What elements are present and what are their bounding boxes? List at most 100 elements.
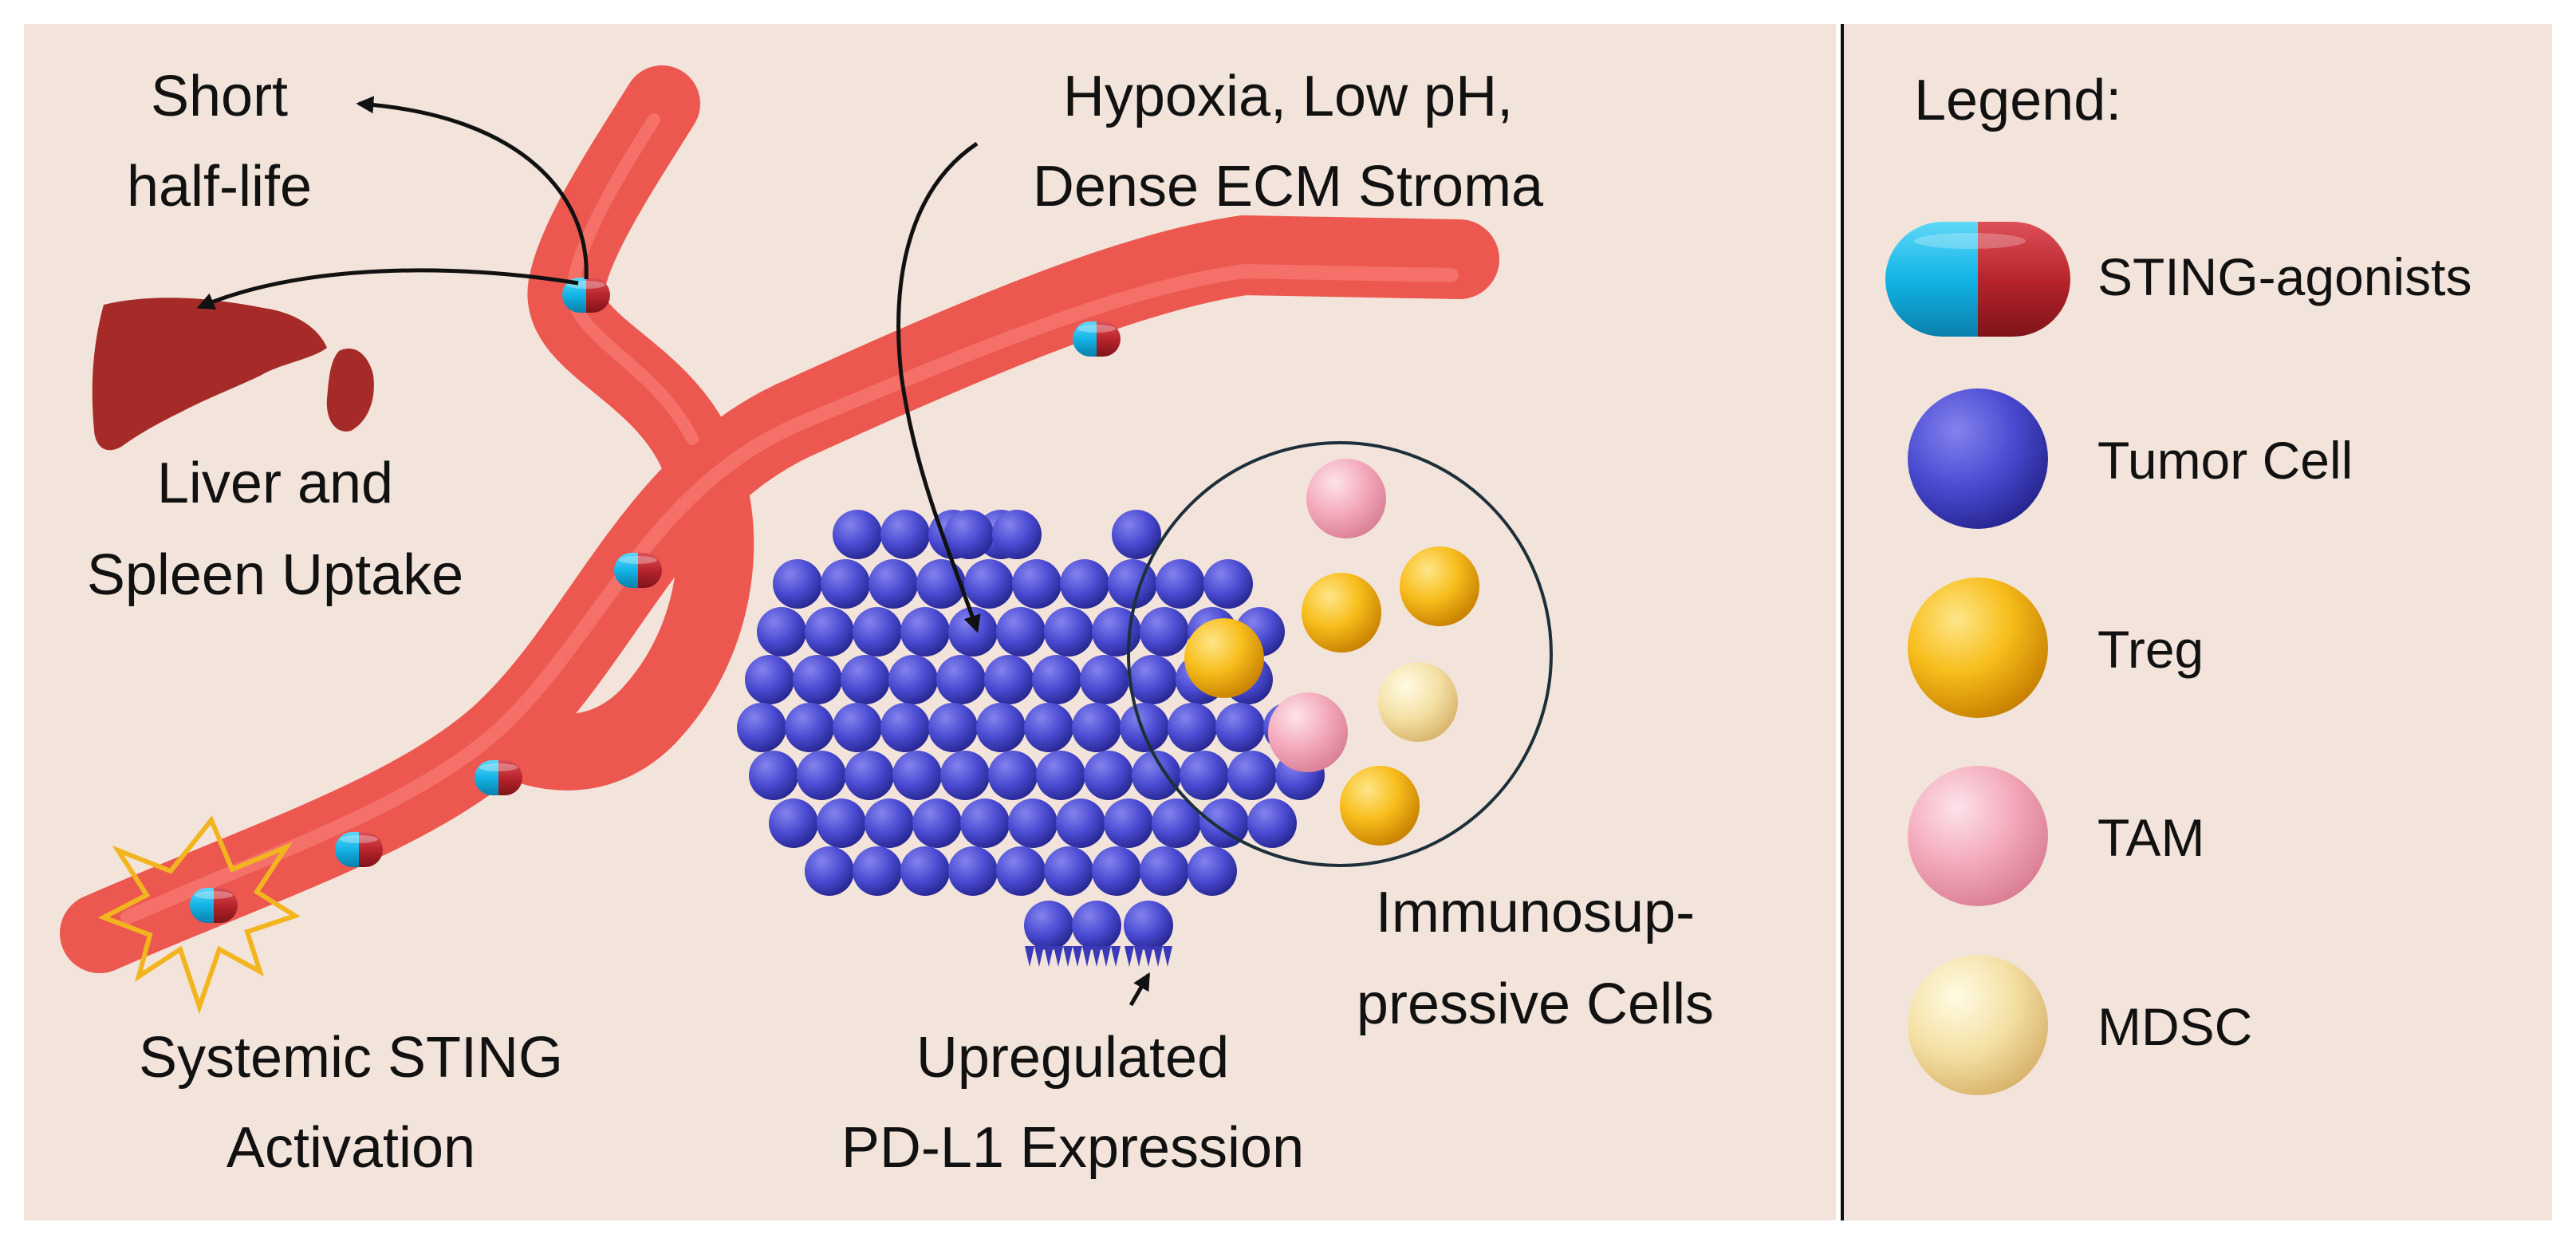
tumor-cell bbox=[960, 799, 1010, 848]
tumor-cell bbox=[944, 510, 994, 559]
tumor-cell bbox=[996, 846, 1046, 896]
tumor-cell bbox=[1036, 751, 1085, 800]
tumor-cell bbox=[793, 655, 842, 704]
tumor-cell bbox=[841, 655, 890, 704]
tumor-cell bbox=[1168, 703, 1217, 752]
tumor-cell bbox=[757, 607, 806, 657]
tumor-cell bbox=[845, 751, 894, 800]
tumor-cell bbox=[900, 846, 950, 896]
tumor-cell bbox=[1060, 559, 1109, 609]
tumor-cell bbox=[833, 510, 882, 559]
tumor-cell bbox=[912, 799, 962, 848]
treg-cell bbox=[1184, 618, 1264, 698]
arrow-to-half-life bbox=[356, 96, 589, 280]
legend-label-treg: Treg bbox=[2097, 620, 2204, 679]
tumor-cell bbox=[976, 703, 1026, 752]
tam-cell bbox=[1268, 692, 1348, 772]
immunosuppressive-zone bbox=[1127, 441, 1553, 867]
tumor-cell bbox=[1120, 703, 1169, 752]
pdl1-spike bbox=[1163, 946, 1172, 967]
arrow-to-liver bbox=[196, 268, 579, 310]
tumor-cell bbox=[1199, 799, 1249, 848]
arrow-to-pdl1 bbox=[1128, 972, 1151, 1007]
capsule-icon bbox=[335, 832, 383, 867]
label-hypoxia: Hypoxia, Low pH, bbox=[1063, 65, 1513, 128]
tumor-cell bbox=[817, 799, 866, 848]
tumor-cell bbox=[928, 703, 978, 752]
capsule-icon bbox=[614, 553, 662, 588]
pdl1-spike bbox=[1082, 946, 1092, 967]
tumor-cell bbox=[888, 655, 938, 704]
tumor-cell bbox=[1180, 751, 1229, 800]
tumor-cell bbox=[1140, 846, 1189, 896]
tumor-cell bbox=[892, 751, 942, 800]
label-systemic-sting: Systemic STING bbox=[139, 1026, 563, 1090]
tumor-cell bbox=[785, 703, 834, 752]
tumor-cell bbox=[869, 559, 918, 609]
tumor-cell bbox=[880, 510, 930, 559]
tumor-cell bbox=[1215, 703, 1265, 752]
treg-cell bbox=[1400, 546, 1479, 626]
tumor-cell bbox=[865, 799, 914, 848]
legend-label-mdsc: MDSC bbox=[2097, 997, 2252, 1056]
tumor-cell bbox=[936, 655, 986, 704]
pdl1-spike bbox=[1025, 946, 1034, 967]
tumor-cell bbox=[1247, 799, 1297, 848]
label-liver-spleen: Liver and bbox=[157, 451, 393, 515]
pdl1-spike bbox=[1111, 946, 1121, 967]
tumor-cell bbox=[992, 510, 1042, 559]
label-hypoxia-2: Dense ECM Stroma bbox=[1033, 155, 1544, 219]
tumor-cell bbox=[880, 703, 930, 752]
tumor-cell bbox=[964, 559, 1014, 609]
legend-title: Legend: bbox=[1914, 69, 2121, 132]
pdl1-spike bbox=[1144, 946, 1153, 967]
tumor-cell bbox=[996, 607, 1046, 657]
pdl1-spike bbox=[1054, 946, 1063, 967]
capsule-icon bbox=[190, 888, 238, 923]
tumor-cell bbox=[916, 559, 966, 609]
tumor-cell bbox=[1084, 751, 1133, 800]
mdsc-cell bbox=[1378, 662, 1458, 742]
tumor-cell bbox=[1044, 846, 1093, 896]
tumor-cell bbox=[1152, 799, 1201, 848]
tumor-cell bbox=[797, 751, 846, 800]
pdl1-spike bbox=[1101, 946, 1111, 967]
liver-spleen-icon bbox=[92, 298, 374, 451]
pdl1-spike bbox=[1063, 946, 1073, 967]
pdl1-spike bbox=[1034, 946, 1044, 967]
tumor-cell bbox=[805, 607, 854, 657]
legend: Legend: STING-agonists Tumor Cell Treg T… bbox=[1885, 69, 2472, 1095]
treg-cell-icon bbox=[1908, 578, 2048, 718]
label-short-half-life-2: half-life bbox=[127, 155, 312, 219]
tumor-cell bbox=[1203, 559, 1253, 609]
capsule-icon bbox=[1885, 222, 2070, 337]
label-immunosuppressive-2: pressive Cells bbox=[1357, 972, 1714, 1036]
immune-cells bbox=[1184, 459, 1479, 846]
tumor-cell bbox=[1012, 559, 1062, 609]
tumor-cell bbox=[1156, 559, 1205, 609]
tumor-cell-icon bbox=[1908, 388, 2048, 529]
tumor-cell bbox=[1188, 846, 1237, 896]
label-liver-spleen-2: Spleen Uptake bbox=[87, 543, 463, 607]
tumor-cell bbox=[833, 703, 882, 752]
treg-cell bbox=[1340, 766, 1420, 846]
pdl1-spike bbox=[1153, 946, 1163, 967]
tumor-cell bbox=[1227, 751, 1277, 800]
tumor-cell bbox=[1032, 655, 1081, 704]
label-immunosuppressive: Immunosup- bbox=[1376, 881, 1695, 944]
tumor-cell bbox=[1112, 510, 1161, 559]
tumor-cell bbox=[769, 799, 818, 848]
tam-cell-icon bbox=[1908, 766, 2048, 906]
activation-burst-icon bbox=[97, 815, 301, 1015]
tumor-cell bbox=[737, 703, 786, 752]
tumor-cell bbox=[1104, 799, 1153, 848]
tumor-cell bbox=[1044, 607, 1093, 657]
tumor-cell bbox=[948, 846, 998, 896]
tumor-cell bbox=[1080, 655, 1129, 704]
pdl1-tumor-cell bbox=[1124, 901, 1173, 950]
pdl1-spike bbox=[1092, 946, 1101, 967]
pdl1-spike bbox=[1073, 946, 1082, 967]
tumor-cell bbox=[773, 559, 822, 609]
tumor-cell bbox=[984, 655, 1034, 704]
label-systemic-sting-2: Activation bbox=[226, 1116, 475, 1180]
